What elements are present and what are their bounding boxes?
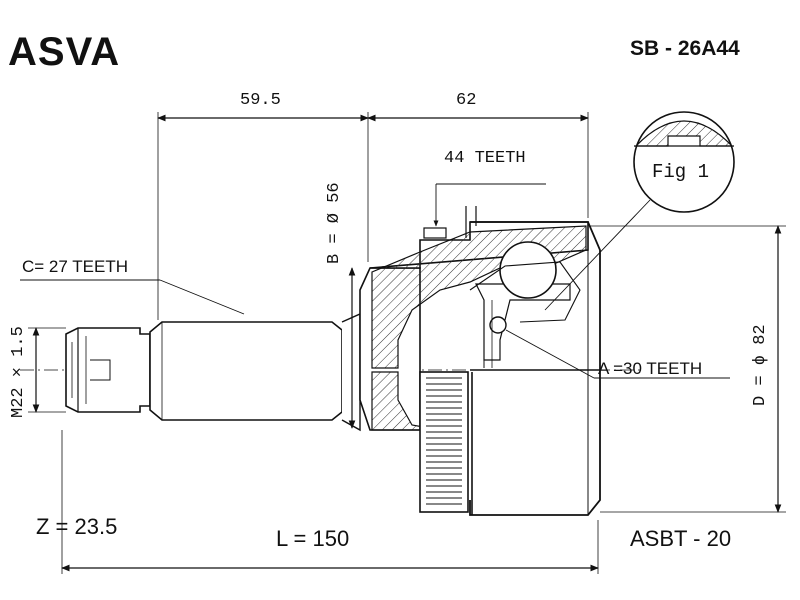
brand-logo: ASVA <box>8 30 121 74</box>
footer-z-value: Z = 23.5 <box>36 514 118 539</box>
dimension-diameter-d: D = ϕ 82 <box>751 324 770 406</box>
callout-c-teeth: C= 27 TEETH <box>22 257 128 276</box>
dimension-diameter-b: B = Ø 56 <box>325 182 344 264</box>
dimension-length-left: 59.5 <box>240 91 281 110</box>
fig-label: Fig 1 <box>652 161 710 183</box>
dimension-thread: M22 × 1.5 <box>9 326 28 418</box>
dimension-length-right: 62 <box>456 91 477 110</box>
callout-44-teeth: 44 TEETH <box>444 149 526 168</box>
footer-reference: ASBT - 20 <box>630 526 732 551</box>
part-code: SB - 26A44 <box>630 37 740 60</box>
callout-a-teeth: A =30 TEETH <box>598 359 703 378</box>
footer-length-value: L = 150 <box>276 526 350 551</box>
